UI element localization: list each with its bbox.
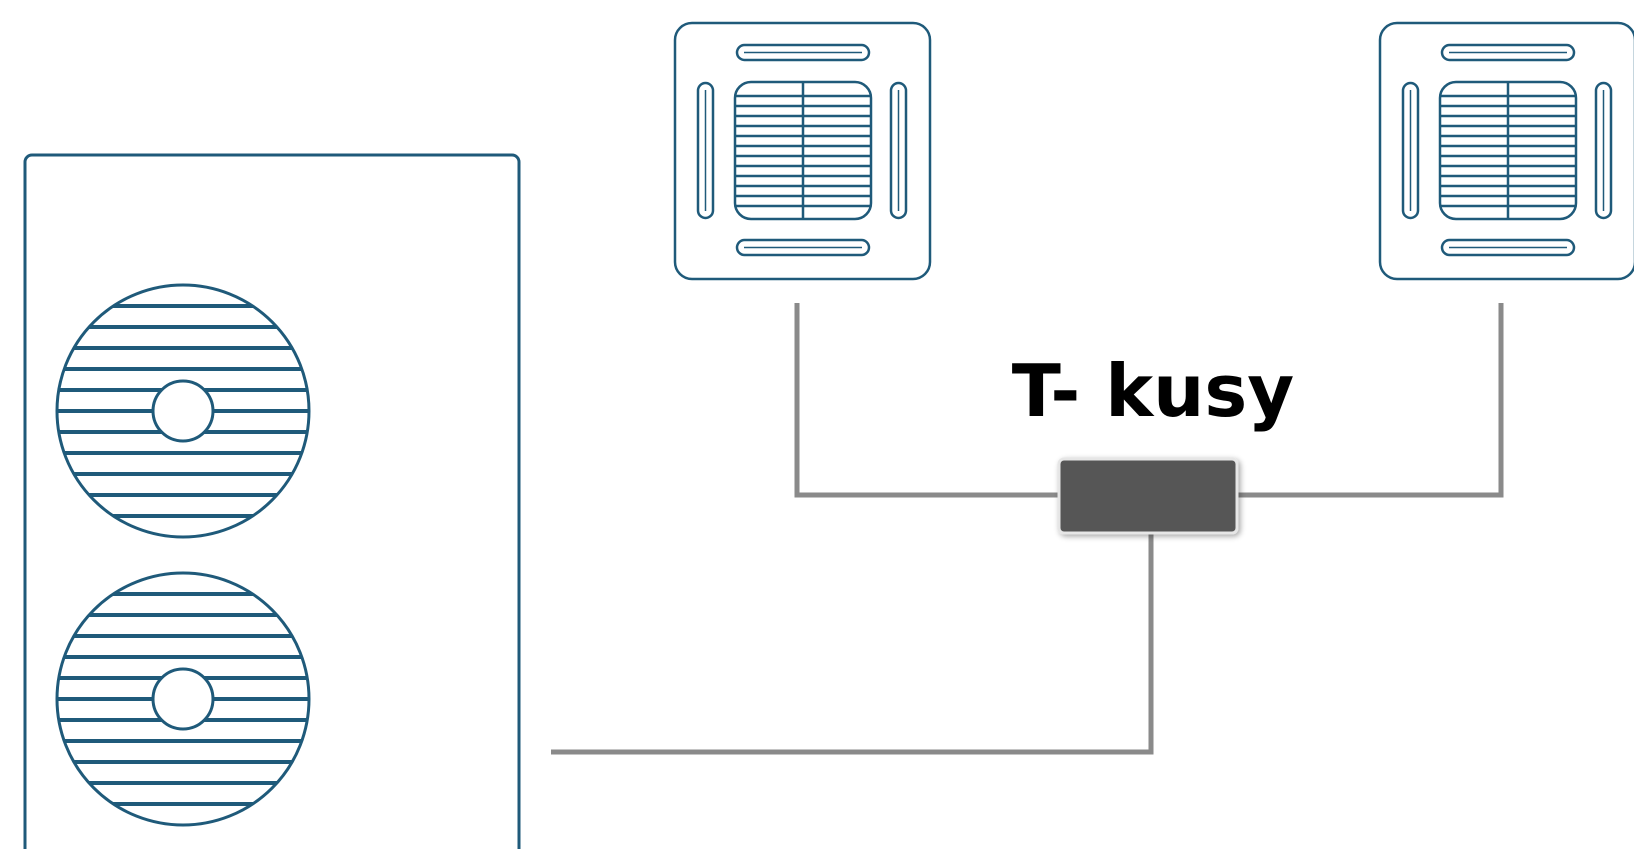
pipe-main-line: [551, 531, 1154, 755]
fan-hub: [151, 379, 215, 443]
vent-bottom: [735, 238, 871, 257]
vent-left: [1401, 81, 1420, 220]
vent-right: [889, 81, 908, 220]
cassette-unit-icon: [673, 21, 932, 281]
outdoor-unit-casing: [23, 153, 521, 849]
vent-left: [696, 81, 715, 220]
vent-bottom: [1440, 238, 1576, 257]
refrigerant-pipes: [551, 303, 1504, 755]
vent-right: [1594, 81, 1613, 220]
fan-grille-icon: [55, 283, 311, 539]
pipe-left-branch: [794, 303, 1062, 498]
pipe-right-branch: [1237, 303, 1504, 498]
fan-grille-icon: [55, 571, 311, 827]
cassette-grille: [1438, 80, 1578, 221]
outdoor-unit-icon: [23, 153, 521, 849]
t-piece-label: T- kusy: [1012, 349, 1294, 433]
t-piece-icon: [1057, 457, 1239, 535]
fan-hub: [151, 667, 215, 731]
vent-top: [1440, 43, 1576, 62]
cassette-grille: [733, 80, 873, 221]
vent-top: [735, 43, 871, 62]
cassette-unit-icon: [1378, 21, 1634, 281]
